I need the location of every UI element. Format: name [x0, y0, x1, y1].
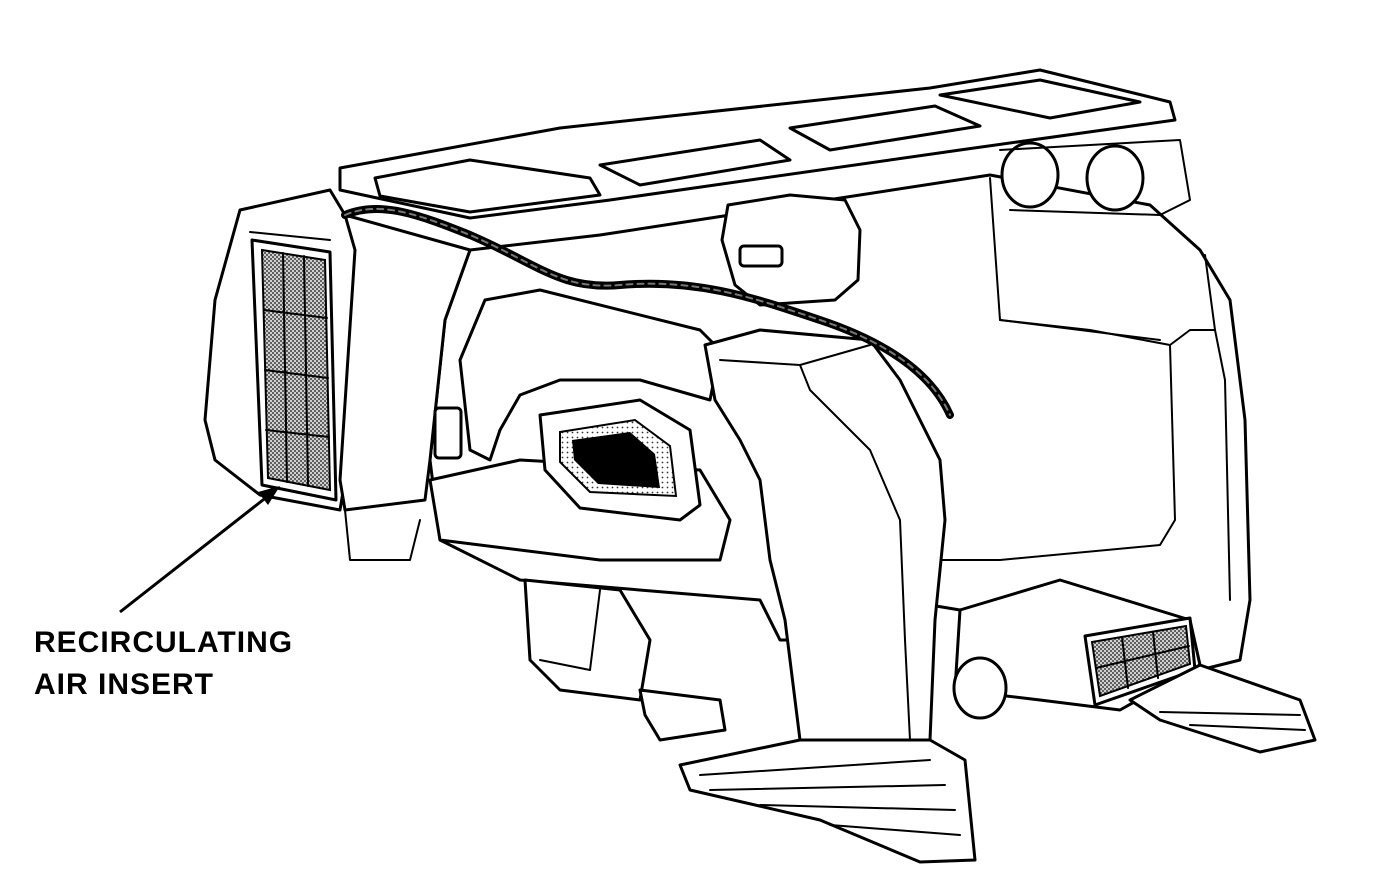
rear-lower-duct [952, 578, 1317, 754]
lower-port [952, 656, 1008, 720]
top-cover-plate [338, 68, 1177, 220]
side-clip [433, 406, 463, 460]
motor-connector [738, 244, 784, 268]
rear-port-right [1085, 144, 1145, 212]
top-opening-left [373, 158, 602, 214]
front-column [678, 328, 977, 864]
lower-housing [523, 578, 727, 742]
blower-motor [720, 193, 862, 307]
callout-label-line1: RECIRCULATING [34, 626, 294, 659]
front-column-foot [678, 738, 977, 864]
rear-mesh-insert [1090, 624, 1192, 698]
rear-foot [1128, 663, 1317, 754]
callout-label-line2: AIR INSERT [34, 668, 215, 701]
left-recirc-housing [203, 188, 472, 561]
callout-label: RECIRCULATING AIR INSERT [34, 622, 293, 706]
top-opening-middle [598, 138, 792, 187]
rear-port-left [1000, 141, 1060, 209]
top-opening-right [788, 104, 982, 152]
rear-ports [999, 139, 1191, 216]
outlet-opening [572, 432, 660, 488]
center-outlet-duct [428, 288, 732, 562]
callout-arrow [119, 486, 280, 614]
top-opening-rear [938, 78, 1142, 120]
arrowhead-icon [258, 486, 280, 505]
